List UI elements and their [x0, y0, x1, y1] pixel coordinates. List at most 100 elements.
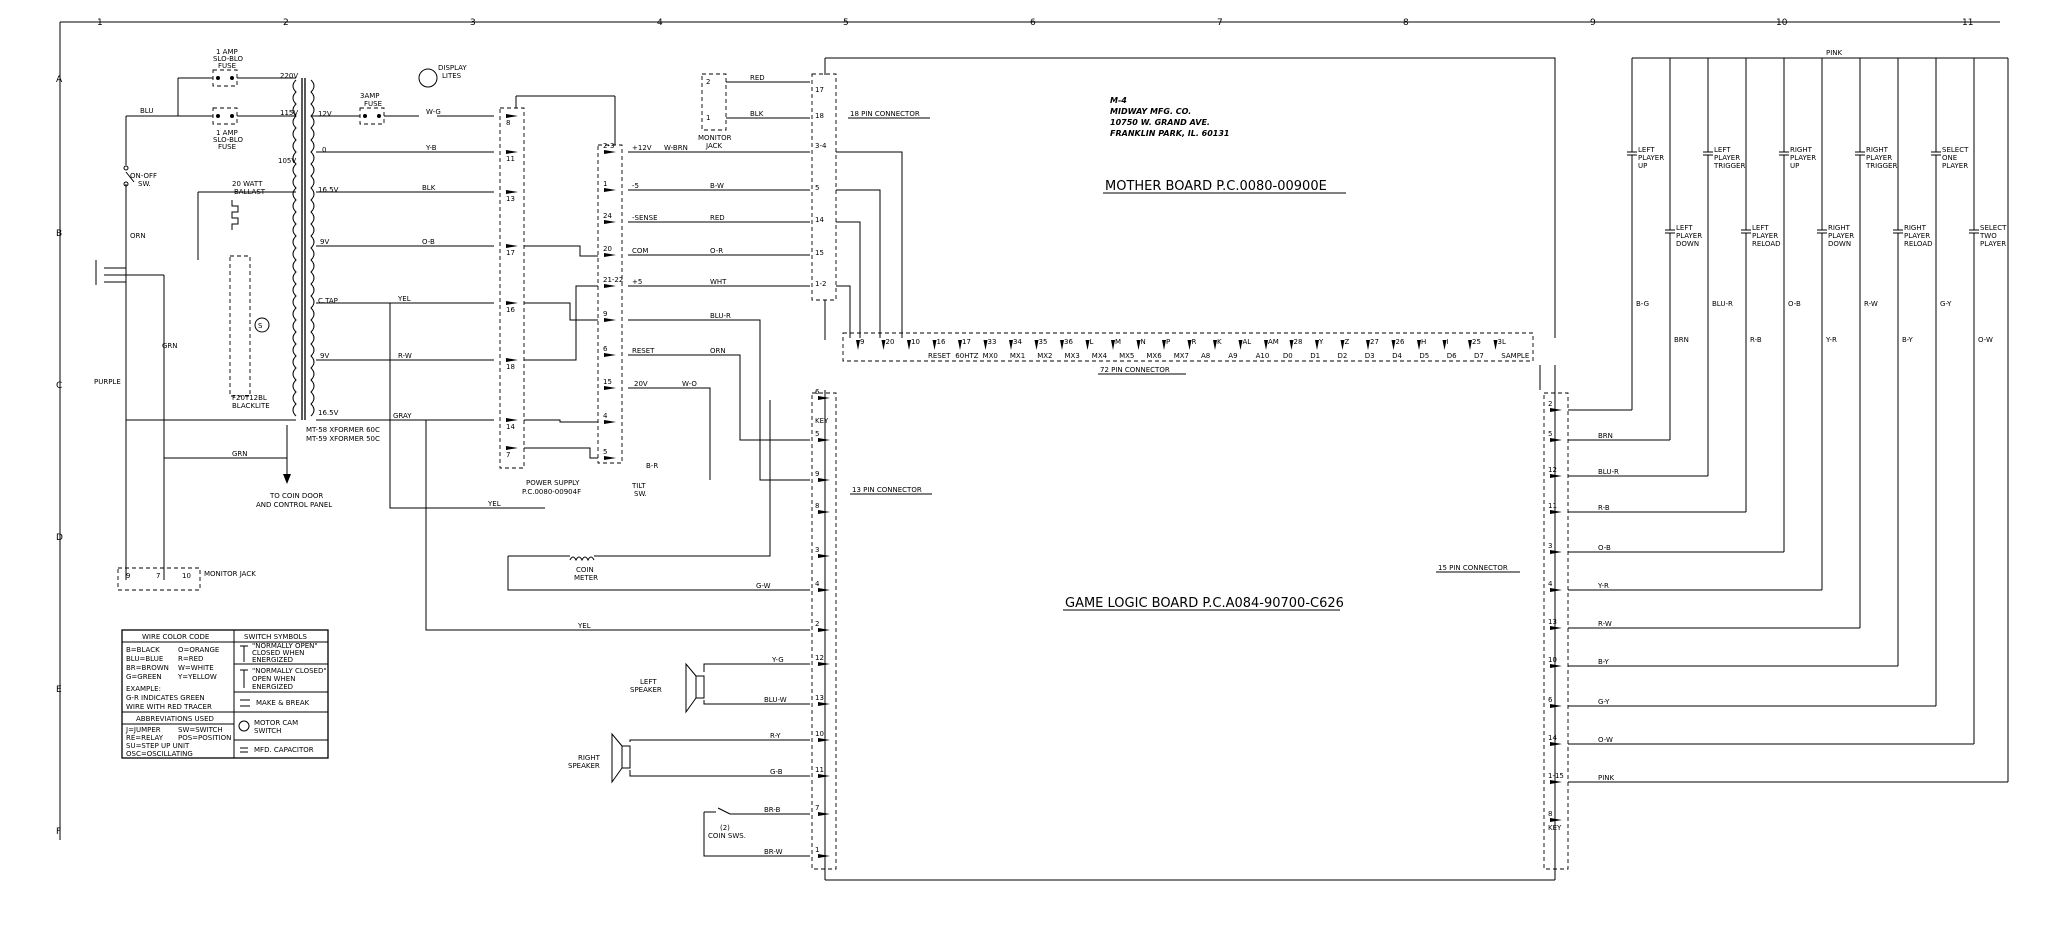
legend-sym: OPEN WHEN — [252, 675, 295, 683]
c72-pin-mark — [1366, 340, 1370, 350]
ps-conn-pin-number: 16 — [506, 306, 515, 314]
c72-pin-mark — [1264, 340, 1268, 350]
switch-label: TWO — [1979, 232, 1997, 240]
connector-72-label: 72 PIN CONNECTOR — [1100, 366, 1170, 374]
wire-br-b: BR-B — [764, 806, 781, 814]
c72-pin-mark — [983, 340, 988, 350]
legend-abbr-title: ABBREVIATIONS USED — [136, 715, 214, 723]
switch-label: PLAYER — [1866, 154, 1892, 162]
wire-blk: BLK — [422, 184, 436, 192]
ps-board-pin-number: 6 — [603, 345, 608, 353]
c72-signal-label: RESET — [928, 352, 951, 360]
monitor-jack-top: 2 1 MONITOR JACK RED BLK — [698, 73, 810, 150]
c72-pin-number: Y — [1318, 338, 1324, 346]
ps-neg5: -5 — [632, 182, 639, 190]
ps-wht: WHT — [710, 278, 727, 286]
wire-yel: YEL — [397, 295, 411, 303]
ps-board-pin — [604, 456, 616, 460]
c15-wire-label: G-Y — [1598, 698, 1610, 706]
ps-board-pin-number: 4 — [603, 412, 608, 420]
connector-13-label: 13 PIN CONNECTOR — [852, 486, 922, 494]
c15-pin-number: 5 — [1548, 430, 1552, 438]
grid-col-7: 7 — [1217, 18, 1223, 28]
c72-signal-label: MX7 — [1174, 352, 1189, 360]
switch-label: ONE — [1942, 154, 1957, 162]
wire-grn-2: GRN — [232, 450, 248, 458]
ps-conn-pin-number: 18 — [506, 363, 515, 371]
c13-pin-number: 9 — [815, 470, 819, 478]
c15-wire-label: BRN — [1598, 432, 1613, 440]
c13-pin-number: 4 — [815, 580, 820, 588]
right-speaker-label: RIGHT — [578, 754, 601, 762]
coin-sws-count: (2) — [720, 824, 730, 832]
switch-wire-label: B-G — [1636, 300, 1649, 308]
c72-pin-mark — [1162, 340, 1166, 350]
fuse2-type: SLO-BLO — [213, 136, 244, 144]
c72-signal-label: D4 — [1392, 352, 1402, 360]
switch-wire-label: O-B — [1788, 300, 1801, 308]
c72-pin-number: K — [1217, 338, 1222, 346]
c72-signal-label: D3 — [1365, 352, 1375, 360]
mother-board-title: MOTHER BOARD P.C.0080-00900E — [1105, 179, 1327, 194]
ps-board-pin-number: 2-3 — [603, 142, 614, 150]
c18-pin: 3-4 — [815, 142, 827, 150]
c72-pin-mark — [1391, 340, 1396, 350]
switch-wire-label: BRN — [1674, 336, 1689, 344]
grid-row-b: B — [56, 229, 62, 239]
c15-pin-mark — [1550, 550, 1562, 554]
switch-label: DOWN — [1828, 240, 1851, 248]
display-lites-word: LITES — [442, 72, 462, 80]
c13-key: KEY — [815, 417, 829, 425]
wire-yel-2: YEL — [487, 500, 501, 508]
ps-conn-pin — [506, 418, 518, 422]
ps-20v: 20V — [634, 380, 648, 388]
c72-signal-label: 60HTZ — [955, 352, 978, 360]
c72-signal-label: D2 — [1338, 352, 1348, 360]
switch-panel: PINK LEFTPLAYERUPB-GLEFTPLAYERDOWNBRNLEF… — [1568, 49, 2009, 783]
legend-code: R=RED — [178, 655, 203, 663]
switch-wire-label: BLU-R — [1712, 300, 1733, 308]
wire-y-g: Y-G — [771, 656, 784, 664]
c72-pin-number: Z — [1345, 338, 1350, 346]
c72-pin-number: 28 — [1294, 338, 1303, 346]
jack-pin-10: 10 — [182, 572, 191, 580]
switch-label: PLAYER — [1638, 154, 1664, 162]
ps-output-wires: +12V W-BRN -5 B-W -SENSE RED COM O-R +5 … — [628, 144, 903, 498]
switch-label: RELOAD — [1752, 240, 1781, 248]
fuse3-word: FUSE — [364, 100, 382, 108]
c15-pin-number: 8 — [1548, 810, 1552, 818]
c72-pin-number: 3L — [1498, 338, 1506, 346]
switch-wire-label: R-W — [1864, 300, 1878, 308]
c15-pin-number: 2 — [1548, 400, 1552, 408]
c72-pin-number: 34 — [1013, 338, 1022, 346]
c13-pin-number: 5 — [815, 430, 819, 438]
switch-label: TRIGGER — [1865, 162, 1897, 170]
grid-col-8: 8 — [1403, 18, 1409, 28]
c72-pin-mark — [1468, 340, 1472, 350]
ps-board-pin-number: 21-22 — [603, 276, 623, 284]
c72-signal-label: MX5 — [1119, 352, 1134, 360]
wire-orn: ORN — [130, 232, 146, 240]
switch-label: SELECT — [1942, 146, 1969, 154]
c13-pin-mark — [818, 774, 830, 778]
c72-pin-mark — [1315, 340, 1319, 350]
fuse3-label: 3AMP — [360, 92, 380, 100]
c15-pin-mark — [1550, 408, 1562, 412]
c13-pin-number: 13 — [815, 694, 824, 702]
c13-pin-number: 2 — [815, 620, 819, 628]
monitor-jack-word: JACK — [705, 142, 722, 150]
ps-conn-pin-number: 17 — [506, 249, 515, 257]
ps-conn-pin — [506, 150, 518, 154]
mj-blk: BLK — [750, 110, 764, 118]
wire-g-b: G-B — [770, 768, 783, 776]
c72-signal-label: D7 — [1474, 352, 1484, 360]
switch-label: PLAYER — [1790, 154, 1816, 162]
c72-pin-number: R — [1192, 338, 1197, 346]
c72-pin-mark — [1417, 340, 1421, 350]
c72-pin-number: AL — [1243, 338, 1252, 346]
grid-row-d: D — [56, 533, 63, 543]
wire-y-b: Y-B — [425, 144, 437, 152]
tap-105v: 105V — [278, 157, 296, 165]
c72-pin-mark — [907, 340, 911, 350]
